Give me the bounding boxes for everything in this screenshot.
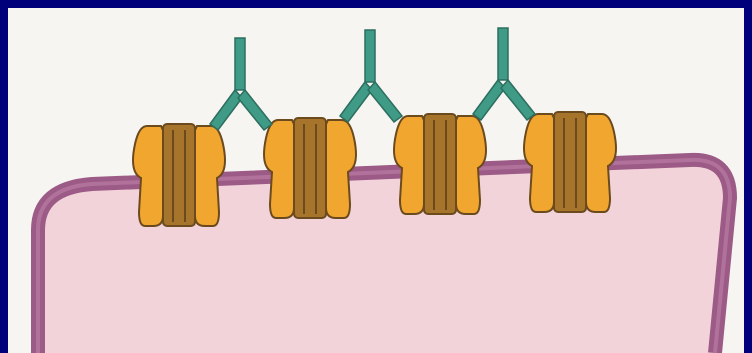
ion-channel-4 <box>524 112 616 212</box>
antibody-stem <box>365 30 375 82</box>
ion-channel-1 <box>133 124 225 226</box>
channel-core <box>163 124 195 226</box>
channel-core <box>554 112 586 212</box>
antibody-stem <box>235 38 245 90</box>
antibody-stem <box>498 28 508 80</box>
ion-channel-2 <box>264 118 356 218</box>
ion-channel-3 <box>394 114 486 214</box>
channel-core <box>294 118 326 218</box>
channel-core <box>424 114 456 214</box>
